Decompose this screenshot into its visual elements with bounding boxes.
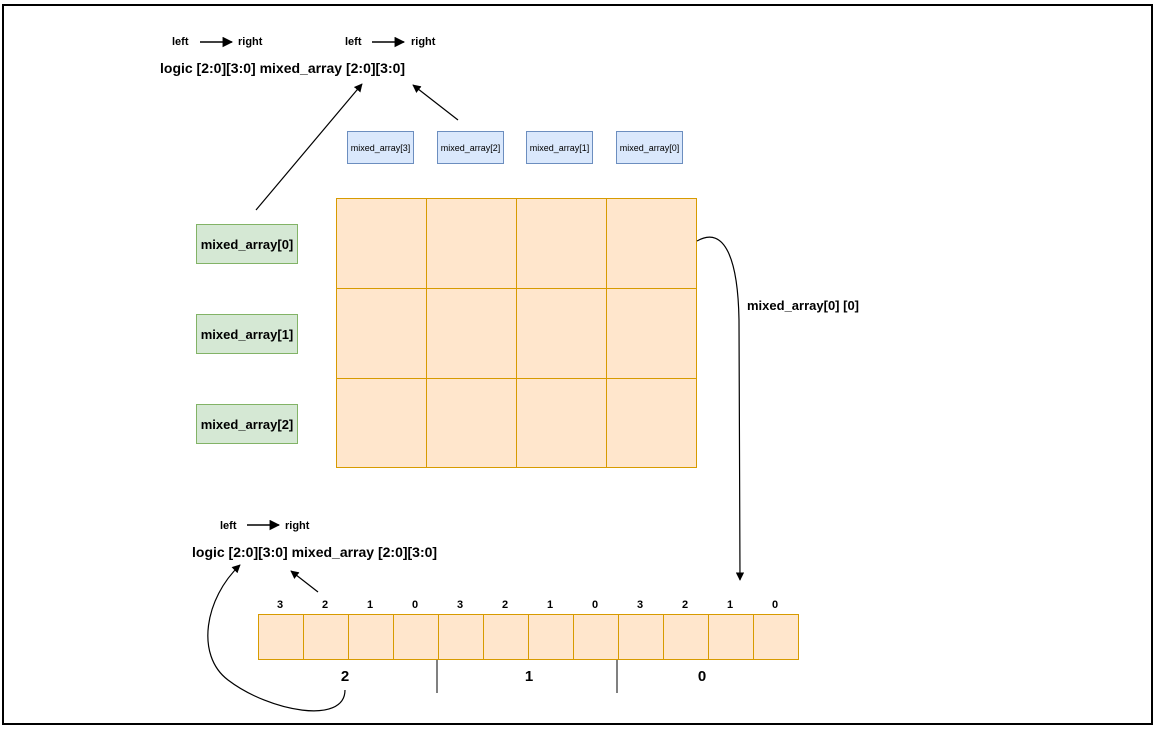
bit-label: 2 bbox=[321, 599, 329, 611]
group-label: 1 bbox=[524, 668, 534, 685]
bit-cell bbox=[393, 614, 439, 660]
bit-label: 0 bbox=[411, 599, 419, 611]
bit-cell bbox=[483, 614, 529, 660]
top-left-label-2: left bbox=[345, 36, 362, 48]
grid-cell bbox=[516, 198, 607, 289]
bit-label: 0 bbox=[591, 599, 599, 611]
group-to-declaration-arrow bbox=[207, 564, 346, 712]
row-to-declaration-arrow bbox=[255, 83, 363, 211]
top-right-label-2: right bbox=[411, 36, 436, 48]
element-label: mixed_array[0] [0] bbox=[747, 298, 859, 313]
bit-label: 1 bbox=[726, 599, 734, 611]
grid-cell bbox=[426, 288, 517, 379]
bit-cell bbox=[303, 614, 349, 660]
bit-cell bbox=[438, 614, 484, 660]
top-declaration: logic [2:0][3:0] mixed_array [2:0][3:0] bbox=[160, 60, 406, 76]
grid-cell bbox=[336, 198, 427, 289]
bit-label: 3 bbox=[636, 599, 644, 611]
column-label: mixed_array[1] bbox=[526, 131, 593, 164]
bit-to-declaration-arrow bbox=[290, 570, 319, 593]
bit-label: 2 bbox=[681, 599, 689, 611]
row-label: mixed_array[2] bbox=[196, 404, 298, 444]
column-label: mixed_array[2] bbox=[437, 131, 504, 164]
grid-cell bbox=[426, 198, 517, 289]
bottom-right-label: right bbox=[285, 520, 310, 532]
grid-cell bbox=[516, 378, 607, 468]
column-label: mixed_array[0] bbox=[616, 131, 683, 164]
top-right-label-1: right bbox=[238, 36, 263, 48]
grid-cell bbox=[606, 288, 697, 379]
grid-cell bbox=[606, 378, 697, 468]
bottom-declaration: logic [2:0][3:0] mixed_array [2:0][3:0] bbox=[192, 544, 438, 560]
bit-label: 3 bbox=[276, 599, 284, 611]
bit-label: 3 bbox=[456, 599, 464, 611]
element-to-strip-arrow bbox=[696, 236, 745, 581]
bottom-left-label: left bbox=[220, 520, 237, 532]
group-label: 0 bbox=[697, 668, 707, 685]
row-label: mixed_array[0] bbox=[196, 224, 298, 264]
group-label: 2 bbox=[340, 668, 350, 685]
bit-label: 0 bbox=[771, 599, 779, 611]
bit-label: 1 bbox=[546, 599, 554, 611]
column-label: mixed_array[3] bbox=[347, 131, 414, 164]
column-to-declaration-arrow bbox=[412, 84, 459, 121]
bit-cell bbox=[708, 614, 754, 660]
row-label: mixed_array[1] bbox=[196, 314, 298, 354]
grid-cell bbox=[336, 288, 427, 379]
diagram-frame bbox=[2, 4, 1153, 725]
bit-cell bbox=[573, 614, 619, 660]
grid-cell bbox=[336, 378, 427, 468]
bit-label: 1 bbox=[366, 599, 374, 611]
bit-label: 2 bbox=[501, 599, 509, 611]
top-left-label-1: left bbox=[172, 36, 189, 48]
bit-cell bbox=[753, 614, 799, 660]
grid-cell bbox=[516, 288, 607, 379]
